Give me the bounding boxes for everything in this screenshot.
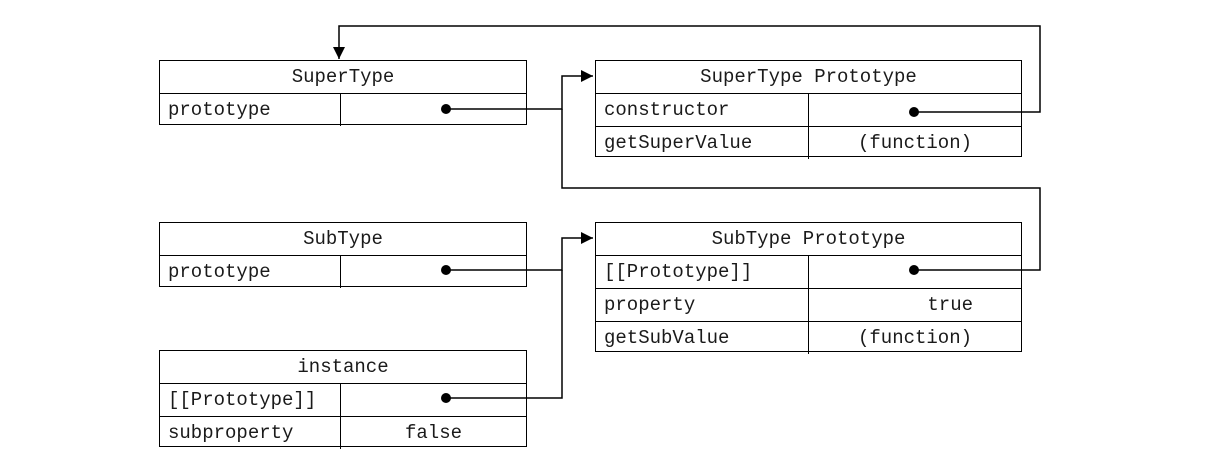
pointer-line: [446, 70, 593, 110]
subproperty-row: subproperty false: [160, 417, 526, 449]
supertype-prototype-box: SuperType Prototype constructor getSuper…: [595, 60, 1022, 159]
property-key: property: [596, 289, 809, 321]
property-value: true: [927, 294, 973, 316]
property-key: getSubValue: [596, 322, 809, 354]
pointer-instance-proto-link: [441, 270, 563, 403]
subtype-box: SubType prototype: [159, 222, 527, 288]
pointer-constructor: [333, 25, 1041, 117]
pointer-subtype-prototype: [441, 232, 593, 275]
pointer-supertype-prototype: [441, 70, 593, 114]
constructor-row: constructor: [596, 94, 1021, 127]
supertype-box: SuperType prototype: [159, 60, 527, 126]
property-key: [[Prototype]]: [596, 256, 809, 288]
property-key: subproperty: [160, 417, 341, 449]
instance-proto-link-row: [[Prototype]]: [160, 384, 526, 417]
pointer-line: [446, 270, 563, 399]
property-key: prototype: [160, 94, 341, 126]
property-value: (function): [857, 132, 973, 154]
instance-title: instance: [160, 351, 526, 384]
getsupervalue-row: getSuperValue (function): [596, 127, 1021, 159]
supertype-prototype-row: prototype: [160, 94, 526, 126]
property-key: [[Prototype]]: [160, 384, 341, 416]
property-key: prototype: [160, 256, 341, 288]
subtype-prototype-row: prototype: [160, 256, 526, 288]
pointer-subtype-proto-link: [561, 109, 1041, 275]
supertype-prototype-title: SuperType Prototype: [596, 61, 1021, 94]
subtype-proto-link-row: [[Prototype]]: [596, 256, 1021, 289]
property-row: property true: [596, 289, 1021, 322]
getsubvalue-row: getSubValue (function): [596, 322, 1021, 354]
pointer-line: [446, 232, 593, 271]
property-key: constructor: [596, 94, 809, 126]
property-value: false: [404, 422, 462, 444]
supertype-title: SuperType: [160, 61, 526, 94]
property-key: getSuperValue: [596, 127, 809, 159]
subtype-prototype-title: SubType Prototype: [596, 223, 1021, 256]
pointer-line: [561, 109, 1041, 271]
subtype-prototype-box: SubType Prototype [[Prototype]] property…: [595, 222, 1022, 354]
subtype-title: SubType: [160, 223, 526, 256]
pointer-line: [333, 25, 1041, 113]
property-value: (function): [857, 327, 973, 349]
